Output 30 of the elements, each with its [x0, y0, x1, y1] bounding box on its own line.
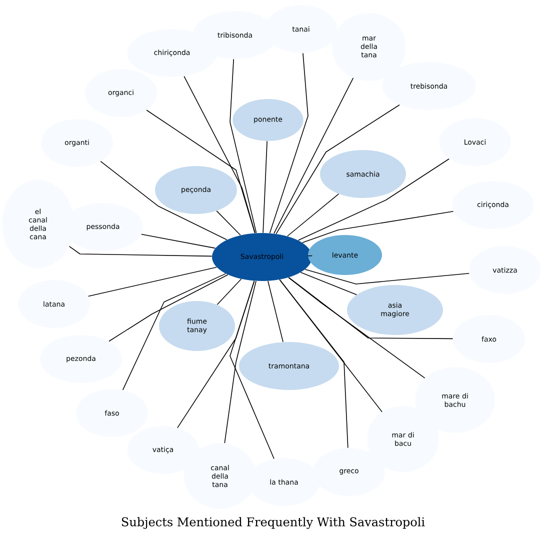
connector-line: [68, 246, 212, 257]
connector-line: [216, 210, 241, 236]
connector-line: [230, 58, 257, 234]
connector-line: [184, 76, 256, 234]
connector-line: [307, 255, 313, 256]
connector-line: [269, 52, 308, 234]
caption: Subjects Mentioned Frequently With Savastropoli: [122, 517, 425, 529]
connector-line: [88, 266, 217, 297]
connector-line: [302, 211, 454, 244]
connector-line: [279, 279, 348, 448]
connector-line: [288, 277, 426, 378]
connector-line: [146, 110, 256, 234]
connector-line: [177, 280, 255, 428]
connector-line: [262, 140, 268, 234]
connector-line: [279, 279, 382, 412]
connector-line: [287, 194, 340, 237]
connector-line: [276, 104, 400, 234]
connector-line: [304, 268, 470, 284]
connector-line: [224, 280, 256, 444]
connector-line: [268, 280, 284, 342]
connector-line: [140, 234, 216, 249]
connector-line: [230, 280, 274, 460]
connector-line: [274, 78, 354, 234]
connector-line: [108, 274, 228, 342]
connector-line: [298, 158, 450, 241]
connector-line: [288, 277, 454, 340]
connector-line: [216, 278, 242, 305]
connector-line: [100, 160, 228, 240]
connector-line: [300, 272, 358, 296]
connector-line: [122, 273, 226, 390]
